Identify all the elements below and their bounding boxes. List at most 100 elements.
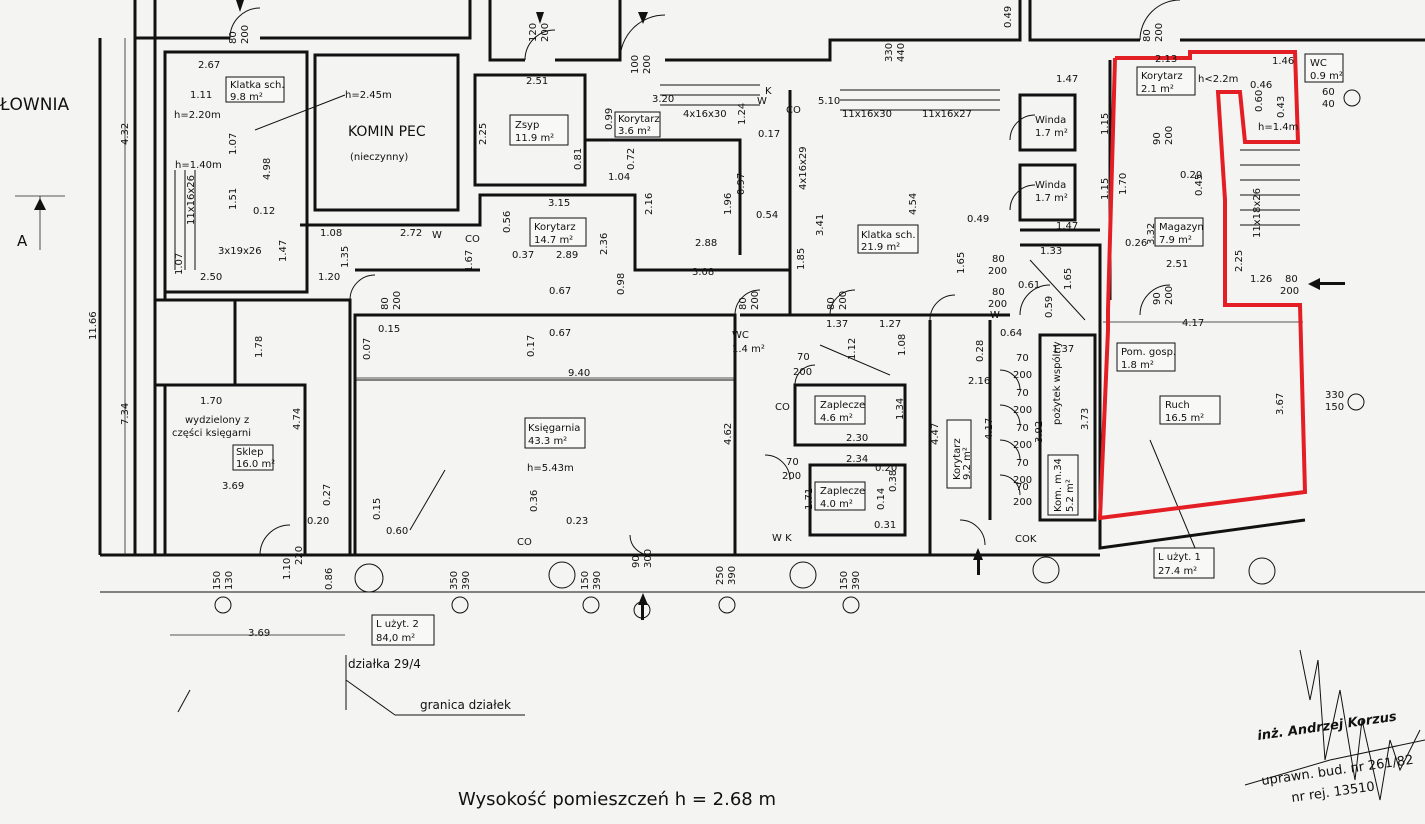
door-size: 200 bbox=[1154, 23, 1165, 42]
door-size: 200 bbox=[1164, 126, 1175, 145]
door-size: 200 bbox=[782, 471, 801, 482]
room-area: 7.9 m² bbox=[1159, 235, 1192, 246]
dimension: 1.20 bbox=[318, 272, 340, 283]
dzialka-label: działka 29/4 bbox=[348, 657, 421, 671]
dimension: 0.43 bbox=[1276, 96, 1287, 118]
room-area: 11.9 m² bbox=[515, 133, 554, 144]
dimension: 2.34 bbox=[846, 454, 868, 465]
door-size: 80 bbox=[1142, 29, 1153, 42]
room-name: Zaplecze bbox=[820, 400, 865, 411]
cok-marker: COK bbox=[1015, 534, 1037, 545]
dimension: 2.25 bbox=[1234, 250, 1245, 272]
dimension: 0.60 bbox=[386, 526, 408, 537]
stair-labels: 11x16x26 3x19x26 4x16x30 11x16x30 11x16x… bbox=[186, 109, 1263, 257]
dimension: 0.17 bbox=[758, 129, 780, 140]
room-area: 2.1 m² bbox=[1141, 84, 1174, 95]
room-name: Zaplecze bbox=[820, 486, 865, 497]
dimension: 0.23 bbox=[566, 516, 588, 527]
room-note: części księgarni bbox=[172, 427, 251, 439]
room-note: (nieczynny) bbox=[350, 152, 408, 163]
door-size: 200 bbox=[392, 291, 403, 310]
door-size: 390 bbox=[727, 566, 738, 585]
walls bbox=[15, 0, 1425, 716]
door-size: 300 bbox=[643, 549, 654, 568]
dimension: 0.81 bbox=[573, 148, 584, 170]
dimension: 0.20 bbox=[1180, 170, 1202, 181]
dimension: 1.47 bbox=[1056, 221, 1078, 232]
dimension: 3.15 bbox=[548, 198, 570, 209]
room-name: Klatka sch. bbox=[861, 230, 916, 241]
room-name: Winda bbox=[1035, 180, 1066, 191]
dimension: 1.33 bbox=[1040, 246, 1062, 257]
dimension: 3.20 bbox=[652, 94, 674, 105]
door-size: 200 bbox=[1013, 405, 1032, 416]
dimension: 1.67 bbox=[464, 250, 475, 272]
dimension: 0.61 bbox=[1018, 280, 1040, 291]
room-name: Księgarnia bbox=[528, 423, 580, 434]
w-marker: W bbox=[990, 310, 1000, 321]
dimension: 2.89 bbox=[556, 250, 578, 261]
dimension: 0.56 bbox=[502, 211, 513, 233]
dimension: 0.46 bbox=[1250, 80, 1272, 91]
dimension: 1.15 bbox=[1100, 178, 1111, 200]
room-name: Klatka sch. bbox=[230, 80, 285, 91]
door-size: 150 bbox=[212, 571, 223, 590]
dimension: 1.85 bbox=[796, 248, 807, 270]
dimension: 0.98 bbox=[616, 273, 627, 295]
room-name: Korytarz bbox=[534, 222, 576, 233]
door-size: 330 bbox=[884, 43, 895, 62]
footer-height-note: Wysokość pomieszczeń h = 2.68 m bbox=[458, 789, 776, 810]
dimension: 0.99 bbox=[604, 108, 615, 130]
dimension-labels: 2.67 1.11 h=2.20m h=1.40m 1.07 1.51 4.98… bbox=[88, 54, 1298, 639]
dimension: 2.88 bbox=[695, 238, 717, 249]
wk-marker: W K bbox=[772, 533, 792, 544]
door-size: 90 bbox=[1152, 132, 1163, 145]
dimension: h=2.20m bbox=[174, 110, 221, 121]
dimension: 0.67 bbox=[549, 286, 571, 297]
dimension: 1.07 bbox=[228, 133, 239, 155]
stair-spec: 11x16x30 bbox=[842, 109, 892, 120]
dimension: 1.34 bbox=[895, 398, 906, 420]
door-size: 200 bbox=[1013, 497, 1032, 508]
dimension: 2.16 bbox=[968, 376, 990, 387]
dimension: 0.38 bbox=[888, 470, 899, 492]
dimension: 1.47 bbox=[278, 240, 289, 262]
wspolny-label: pożytek wspólny bbox=[1051, 341, 1063, 425]
room-area: 1.8 m² bbox=[1121, 360, 1154, 371]
stair-spec: 11x16x27 bbox=[922, 109, 972, 120]
dimension: 1.24 bbox=[737, 103, 748, 125]
room-name: Pom. gosp. bbox=[1121, 347, 1176, 358]
room-area: 9.8 m² bbox=[230, 92, 263, 103]
dimension: 1.70 bbox=[1118, 173, 1129, 195]
dimension: 0.31 bbox=[874, 520, 896, 531]
stair-spec: 4x16x29 bbox=[798, 146, 809, 190]
room-note: wydzielony z bbox=[185, 415, 249, 426]
installation-markers: CO W CO W K CO CO W K W COK bbox=[432, 86, 1037, 548]
dimension: 0.54 bbox=[756, 210, 778, 221]
dimension: 2.72 bbox=[400, 228, 422, 239]
dimension: 2.50 bbox=[200, 272, 222, 283]
dimension: 0.07 bbox=[362, 338, 373, 360]
door-size: 80 bbox=[826, 297, 837, 310]
dimension: 4.17 bbox=[1182, 318, 1204, 329]
dimension: 4.47 bbox=[930, 423, 941, 445]
dimension: 0.64 bbox=[1000, 328, 1022, 339]
co-marker: CO bbox=[517, 537, 532, 548]
door-size: 100 bbox=[630, 55, 641, 74]
door-size: 80 bbox=[1285, 274, 1298, 285]
door-size: 200 bbox=[240, 25, 251, 44]
dimension: 1.65 bbox=[956, 252, 967, 274]
room-area: 4.0 m² bbox=[820, 499, 853, 510]
dimension: 0.27 bbox=[322, 484, 333, 506]
door-size: 70 bbox=[1016, 482, 1029, 493]
dimension: 9.40 bbox=[568, 368, 590, 379]
door-size: 120 bbox=[528, 23, 539, 42]
dimension: 1.37 bbox=[1052, 344, 1074, 355]
door-size: 70 bbox=[1016, 423, 1029, 434]
door-size: 40 bbox=[1322, 99, 1335, 110]
door-size: 70 bbox=[1016, 353, 1029, 364]
highlighted-unit-outline bbox=[1097, 50, 1308, 521]
dimension: 1.51 bbox=[228, 188, 239, 210]
door-size: 80 bbox=[228, 31, 239, 44]
